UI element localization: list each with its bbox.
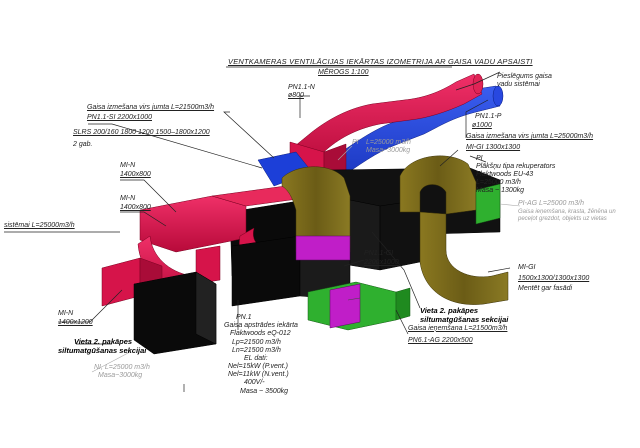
label-vieta-left-0: Vieta 2. pakāpes <box>74 337 133 346</box>
spec-pn1-9: Masa ~ 3500kg <box>240 388 289 395</box>
label-pn1gi: PN1.1-GI <box>364 250 394 257</box>
spec-pn1-5: EL dati: <box>244 355 268 362</box>
label-pi-recup-3: L=25000 m3/h <box>476 179 521 186</box>
label-pn1gi-size: 2200x1000 <box>364 259 399 266</box>
label-ni-faded-1: Masa~3000kg <box>98 372 143 379</box>
fresh-air-intake-green <box>307 281 411 331</box>
label-ni-faded-0: NI, L=25000 m3/h <box>94 364 150 371</box>
label-migi-right-note: Mentēt gar fasādi <box>518 285 573 292</box>
spec-pn1-3: Lp=21500 m3/h <box>232 339 281 346</box>
label-pi-recup-0: PI <box>476 155 483 162</box>
label-min-2: MI-N <box>120 195 136 202</box>
spec-pn1-4: Ln=21500 m3/h <box>232 347 281 354</box>
spec-pn1-0: PN.1 <box>236 314 252 321</box>
label-gaisa-jumta-21500: Gaisa izmešana virs jumta L=21500m3/h <box>87 104 215 111</box>
label-sistemai: sistēmai L=25000m3/h <box>4 222 75 229</box>
label-pn1n-top-size: ø800 <box>288 92 304 99</box>
label-gaisa-jumta-25000: Gaisa izmešana virs jumta L=25000m3/h <box>466 133 594 140</box>
label-pi-faded: PI <box>352 139 359 146</box>
label-slrs: SLRS 200/160 1800 1200 1500–1800x1200 <box>73 129 210 136</box>
label-vieta-center-1: siltumatgūšanas sekcijai <box>420 315 509 324</box>
spec-pn1-2: Flaktwoods eQ-012 <box>230 330 291 337</box>
label-pn1p-size: ø1000 <box>472 122 492 129</box>
spec-pn1-1: Gaisa apstrādes iekārta <box>224 322 298 329</box>
label-pn1n-top: PN1.1-N <box>288 84 315 91</box>
label-pi-ag-faded-1: Gaisa ieņemšana, krasta, žēnēna un <box>518 209 616 215</box>
heat-recovery-section-left <box>133 271 217 355</box>
label-gaisa-ienemsana: Gaisa ieņemšana L=21500m3/h <box>408 325 508 332</box>
label-pi-faded-mass: Masa~3000kg <box>366 147 411 154</box>
label-pi-recup-2: Flaktwoods EU-43 <box>476 171 534 178</box>
spec-pn1-7: Nel=11kW (N.vent.) <box>228 371 289 378</box>
label-pn1p: PN1.1-P <box>475 113 502 120</box>
label-pi-recup-4: Masa ~ 1300kg <box>476 187 525 194</box>
spec-pn1-6: Nel=15kW (P.vent.) <box>228 363 288 370</box>
label-migi-right: MI-GI <box>518 264 536 271</box>
intake-duct-olive-center <box>281 166 351 261</box>
label-min-left: MI-N <box>58 310 74 317</box>
label-pi-ag-faded-0: PI-AG L=25000 m3/h <box>518 200 584 207</box>
intake-duct-olive-right <box>399 155 509 305</box>
exhaust-duct-red-top <box>289 73 484 169</box>
label-pn1si: PN1.1-SI 2200x1000 <box>87 114 152 121</box>
label-min-2-size: 1400x800 <box>120 204 151 211</box>
label-pi-ag-faded-2: peceļot grezdot, objekts uz vietas <box>518 216 607 222</box>
label-migi-right-size: 1500x1300/1300x1300 <box>518 275 590 282</box>
drawing-title: VENTKAMERAS VENTILĀCIJAS IEKĀRTAS IZOMET… <box>228 57 533 66</box>
label-min-1: MI-N <box>120 162 136 169</box>
label-pieslegums-2: vadu sistēmai <box>497 81 540 88</box>
label-migi-top: MI-GI 1300x1300 <box>466 144 521 151</box>
label-min-1-size: 1400x800 <box>120 171 151 178</box>
label-pn61ag: PN6.1-AG 2200x500 <box>408 337 473 344</box>
label-vieta-center-0: Vieta 2. pakāpes <box>420 306 479 315</box>
spec-pn1-8: 400V/- <box>244 379 265 386</box>
drawing-scale: MĒROGS 1:100 <box>318 69 369 76</box>
label-pieslegums-1: Pieslēgums gaisa <box>497 73 552 80</box>
label-vieta-left-1: siltumatgūšanas sekcijai <box>58 346 147 355</box>
label-pi-faded-flow: L=25000 m3/h <box>366 139 411 146</box>
label-gab: 2 gab. <box>73 141 93 148</box>
leader-lines <box>4 71 521 392</box>
label-min-left-size: 1400x1200 <box>58 319 93 326</box>
exhaust-duct-blue <box>299 85 504 197</box>
label-pi-recup-1: Plākšņu tipa rekuperators <box>476 163 556 170</box>
